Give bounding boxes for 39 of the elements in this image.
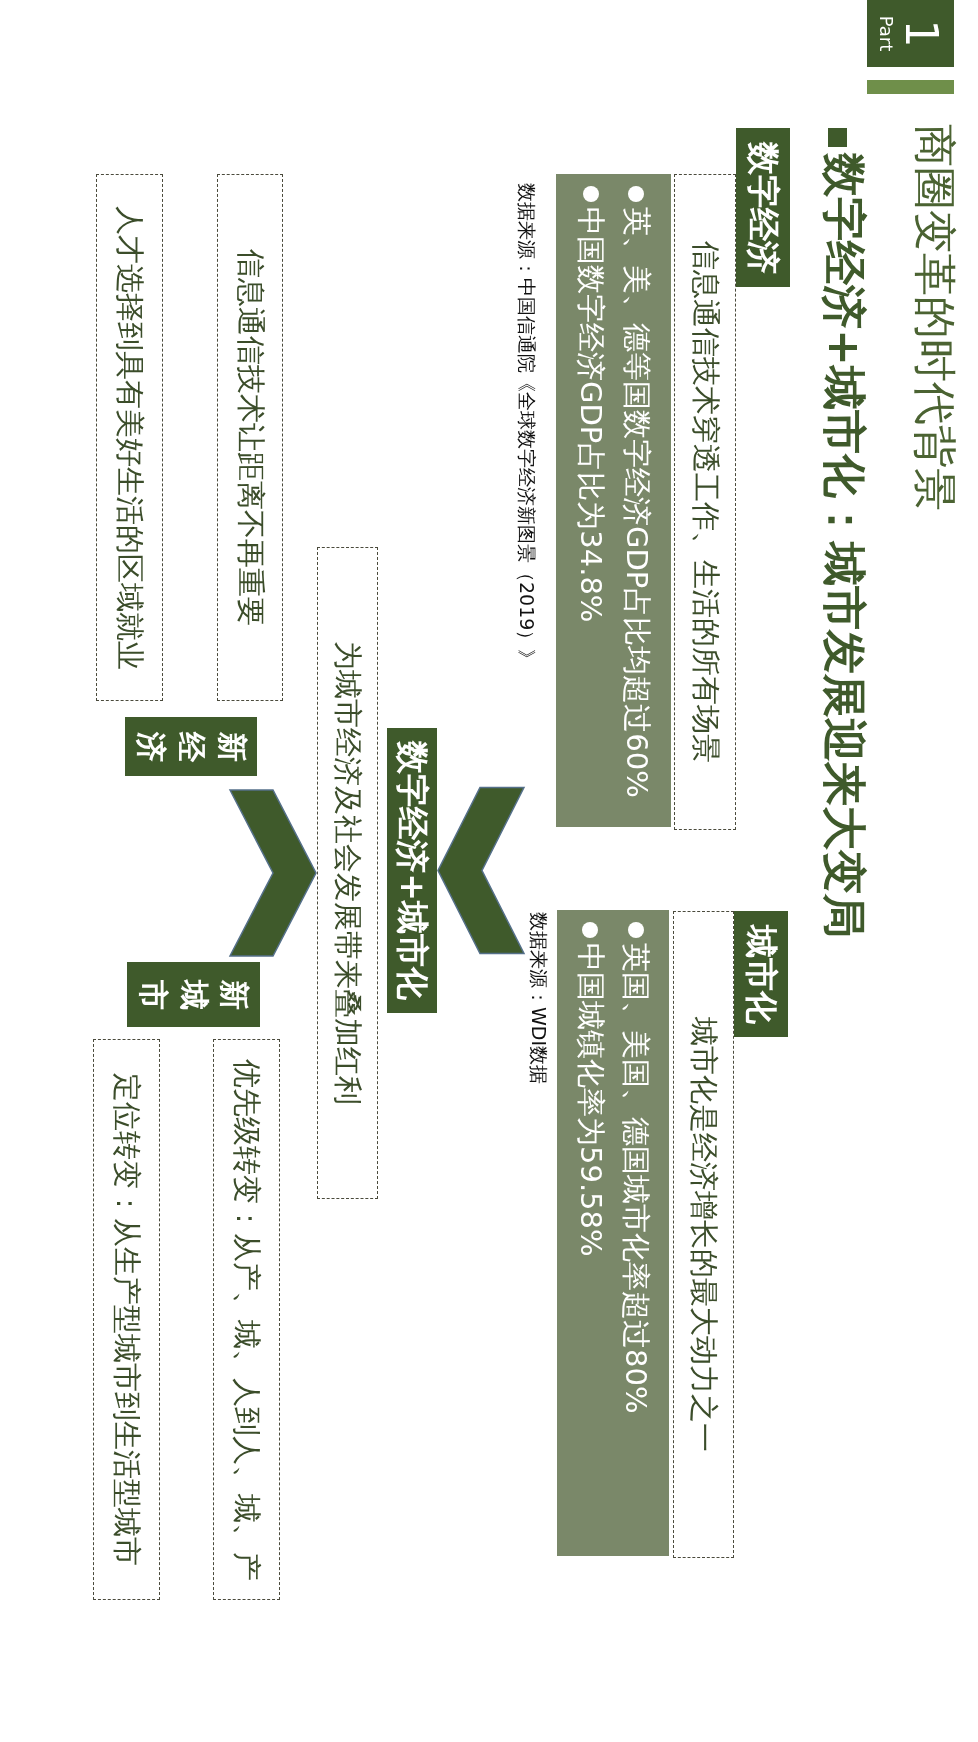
- dashed-text-box: [673, 911, 734, 1558]
- category-tag: [736, 128, 790, 287]
- category-tag: [127, 962, 260, 1027]
- chevron-arrow: [228, 789, 317, 957]
- dashed-text-box: [213, 1039, 280, 1600]
- dashed-text-box: [217, 174, 283, 701]
- subtitle: 数字经济+城市化：城市发展迎来大变局: [818, 153, 869, 938]
- tag-text: 数字经济+城市化: [393, 741, 431, 1000]
- box-text: 优先级转变：从产、城、人到人、城、产: [229, 1058, 264, 1581]
- tag-text: 城市化: [742, 924, 780, 1024]
- source-note: 数据来源：WDI数据: [528, 912, 549, 1085]
- dashed-text-box: [317, 547, 378, 1199]
- stat-text: 英、美、德等国数字经济GDP占比均超过60%: [619, 207, 653, 798]
- stat-text: 英国、美国、德国城市化率超过80%: [619, 943, 653, 1414]
- section-label: Part: [874, 15, 896, 52]
- source-note: 数据来源：中国信通院《全球数字经济新图景（2019）》: [516, 183, 537, 669]
- tag-text: 新经济: [132, 731, 251, 762]
- dashed-text-box: [96, 174, 163, 701]
- category-tag: [734, 911, 788, 1037]
- category-tag: [125, 717, 257, 776]
- tag-text: 数字经济: [744, 141, 782, 274]
- tag-text: 新城市: [135, 979, 254, 1010]
- stat-panel: [556, 174, 671, 827]
- box-text: 为城市经济及社会发展带来叠加红利: [330, 641, 365, 1105]
- dashed-text-box: [93, 1039, 160, 1600]
- section-number: 1: [895, 19, 947, 48]
- box-text: 人才选择到具有美好生活的区域就业: [112, 205, 147, 670]
- box-text: 信息通信技术穿透工作、生活的所有场景: [688, 241, 722, 763]
- chevron-arrow: [437, 786, 526, 955]
- category-tag: [387, 728, 437, 1013]
- title: 商圈变革的时代背景: [910, 124, 958, 511]
- section-badge: [867, 0, 954, 67]
- stat-text: 中国数字经济GDP占比为34.8%: [574, 207, 608, 623]
- box-text: 城市化是经济增长的最大动力之一: [686, 1017, 721, 1452]
- stat-text: 中国城镇化率为59.58%: [573, 943, 607, 1257]
- dashed-text-box: [674, 174, 736, 830]
- stat-panel: [557, 910, 669, 1556]
- box-text: 信息通信技术让距离不再重要: [233, 249, 267, 626]
- box-text: 定位转变：从生产型城市到生活型城市: [109, 1073, 144, 1566]
